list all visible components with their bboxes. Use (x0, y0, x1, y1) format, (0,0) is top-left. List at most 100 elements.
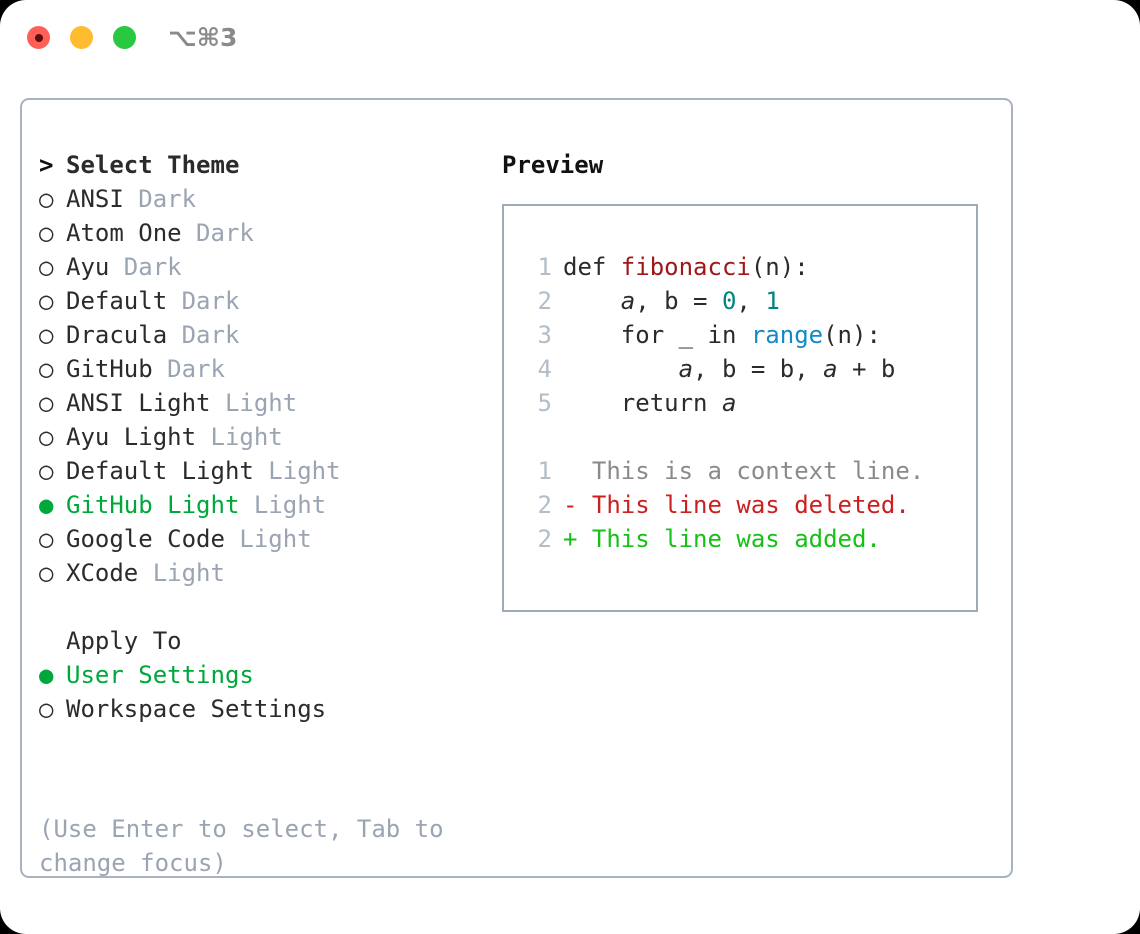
code-token-fn: fibonacci (620, 253, 751, 281)
code-blank-separator (504, 420, 976, 454)
theme-list-header: >Select Theme (39, 148, 499, 182)
code-line-text: for _ in range(n): (552, 318, 881, 352)
theme-option-name: ANSI (66, 185, 124, 213)
code-token-plain: for _ in (563, 321, 751, 349)
theme-option-name: GitHub (66, 355, 153, 383)
theme-option-variant: Dark (167, 287, 240, 315)
apply-to-option-user-settings[interactable]: ● User Settings (39, 658, 499, 692)
apply-to-option-workspace-settings[interactable]: ○Workspace Settings (39, 692, 499, 726)
minimize-button-icon[interactable] (70, 26, 93, 49)
code-token-plain: + b (837, 355, 896, 383)
theme-option-dracula-dark[interactable]: ○ Dracula Dark (39, 318, 499, 352)
theme-option-variant: Light (239, 491, 327, 519)
theme-option-name: Atom One (66, 219, 182, 247)
code-line-text: a, b = 0, 1 (552, 284, 780, 318)
code-token-plain: , (736, 287, 766, 315)
code-line-number: 4 (537, 355, 552, 383)
theme-option-google-code-light[interactable]: ○ Google Code Light (39, 522, 499, 556)
theme-option-name: XCode (66, 559, 139, 587)
code-token-num: 1 (765, 287, 780, 315)
theme-option-variant: Light (210, 389, 298, 417)
radio-unselected-icon[interactable]: ○ (39, 321, 54, 349)
theme-option-name: Dracula (66, 321, 168, 349)
maximize-button-icon[interactable] (113, 26, 136, 49)
theme-option-ansi-dark[interactable]: ○ ANSI Dark (39, 182, 499, 216)
keyboard-hint-text: (Use Enter to select, Tab to change focu… (39, 815, 459, 877)
code-token-call: range (750, 321, 824, 349)
diff-line-ctx: 1 This is a context line. (504, 454, 976, 488)
theme-option-atom-one-dark[interactable]: ○ Atom One Dark (39, 216, 499, 250)
theme-option-variant: Dark (167, 321, 240, 349)
radio-unselected-icon[interactable]: ○ (39, 457, 54, 485)
code-token-plain: , b = b, (693, 355, 824, 383)
theme-list-column: >Select Theme ○ ANSI Dark ○ Atom One Dark ○ Ay… (39, 148, 499, 726)
close-button-icon[interactable] (27, 26, 50, 49)
code-token-var: a (721, 389, 737, 417)
code-token-plain (563, 287, 621, 315)
theme-option-name: Default Light (66, 457, 254, 485)
code-token-plain: (n): (823, 321, 881, 349)
code-token-plain: return (563, 389, 722, 417)
radio-unselected-icon[interactable]: ○ (39, 695, 54, 723)
theme-option-variant: Light (196, 423, 283, 451)
diff-line-text: + This line was added. (563, 525, 881, 553)
apply-to-option-label: User Settings (66, 661, 254, 689)
theme-option-variant: Light (224, 525, 312, 553)
header-caret-icon: > (39, 151, 54, 179)
theme-option-name: Default (66, 287, 168, 315)
radio-unselected-icon[interactable]: ○ (39, 559, 54, 587)
theme-list: >Select Theme ○ ANSI Dark ○ Atom One Dark ○ Ay… (39, 148, 499, 590)
code-line-text: a, b = b, a + b (552, 352, 896, 386)
theme-settings-card: >Select Theme ○ ANSI Dark ○ Atom One Dark ○ Ay… (20, 98, 1013, 878)
theme-option-variant: Dark (123, 185, 197, 213)
radio-unselected-icon[interactable]: ○ (39, 355, 54, 383)
radio-unselected-icon[interactable]: ○ (39, 423, 54, 451)
radio-selected-icon[interactable]: ● (39, 661, 54, 689)
diff-line-number: 2 (537, 525, 552, 553)
code-line: 2 a, b = 0, 1 (504, 284, 976, 318)
diff-line-number: 1 (537, 457, 552, 485)
code-token-plain (563, 355, 679, 383)
theme-option-ayu-dark[interactable]: ○Ayu Dark (39, 250, 499, 284)
radio-unselected-icon[interactable]: ○ (39, 253, 54, 281)
code-line-number: 5 (537, 389, 552, 417)
radio-unselected-icon[interactable]: ○ (39, 287, 54, 315)
theme-option-name: Ayu Light (66, 423, 197, 451)
theme-option-ansi-light-light[interactable]: ○ANSI Light Light (39, 386, 499, 420)
theme-option-variant: Light (253, 457, 341, 485)
radio-unselected-icon[interactable]: ○ (39, 389, 54, 417)
diff-block: 1 This is a context line.2- This line wa… (504, 454, 976, 556)
code-line: 3 for _ in range(n): (504, 318, 976, 352)
theme-option-github-light-light[interactable]: ●GitHub Light Light (39, 488, 499, 522)
radio-unselected-icon[interactable]: ○ (39, 525, 54, 553)
code-line-number: 3 (537, 321, 552, 349)
code-token-var: a (620, 287, 636, 315)
code-token-var: a (678, 355, 694, 383)
radio-selected-icon[interactable]: ● (39, 491, 54, 519)
diff-line-add: 2 + This line was added. (504, 522, 976, 556)
theme-option-name: Google Code (66, 525, 225, 553)
theme-option-ayu-light-light[interactable]: ○ Ayu Light Light (39, 420, 499, 454)
theme-option-name: Ayu (66, 253, 110, 281)
preview-column: Preview (502, 148, 992, 182)
theme-option-github-dark[interactable]: ○ GitHub Dark (39, 352, 499, 386)
code-line-number: 1 (537, 253, 552, 281)
theme-option-default-dark[interactable]: ○ Default Dark (39, 284, 499, 318)
theme-option-default-light-light[interactable]: ○ Default Light Light (39, 454, 499, 488)
code-token-kw: def (563, 253, 621, 281)
theme-option-xcode-light[interactable]: ○XCode Light (39, 556, 499, 590)
code-line-text: return a (552, 386, 737, 420)
code-line-text: def fibonacci(n): (552, 250, 809, 284)
radio-unselected-icon[interactable]: ○ (39, 185, 54, 213)
title-bar: ⌥⌘3 (0, 0, 1140, 78)
diff-line-del: 2- This line was deleted. (504, 488, 976, 522)
theme-option-variant: Dark (181, 219, 254, 247)
diff-line-text: This is a context line. (563, 457, 925, 485)
code-token-plain: , b = (635, 287, 722, 315)
theme-option-variant: Dark (152, 355, 225, 383)
radio-unselected-icon[interactable]: ○ (39, 219, 54, 247)
